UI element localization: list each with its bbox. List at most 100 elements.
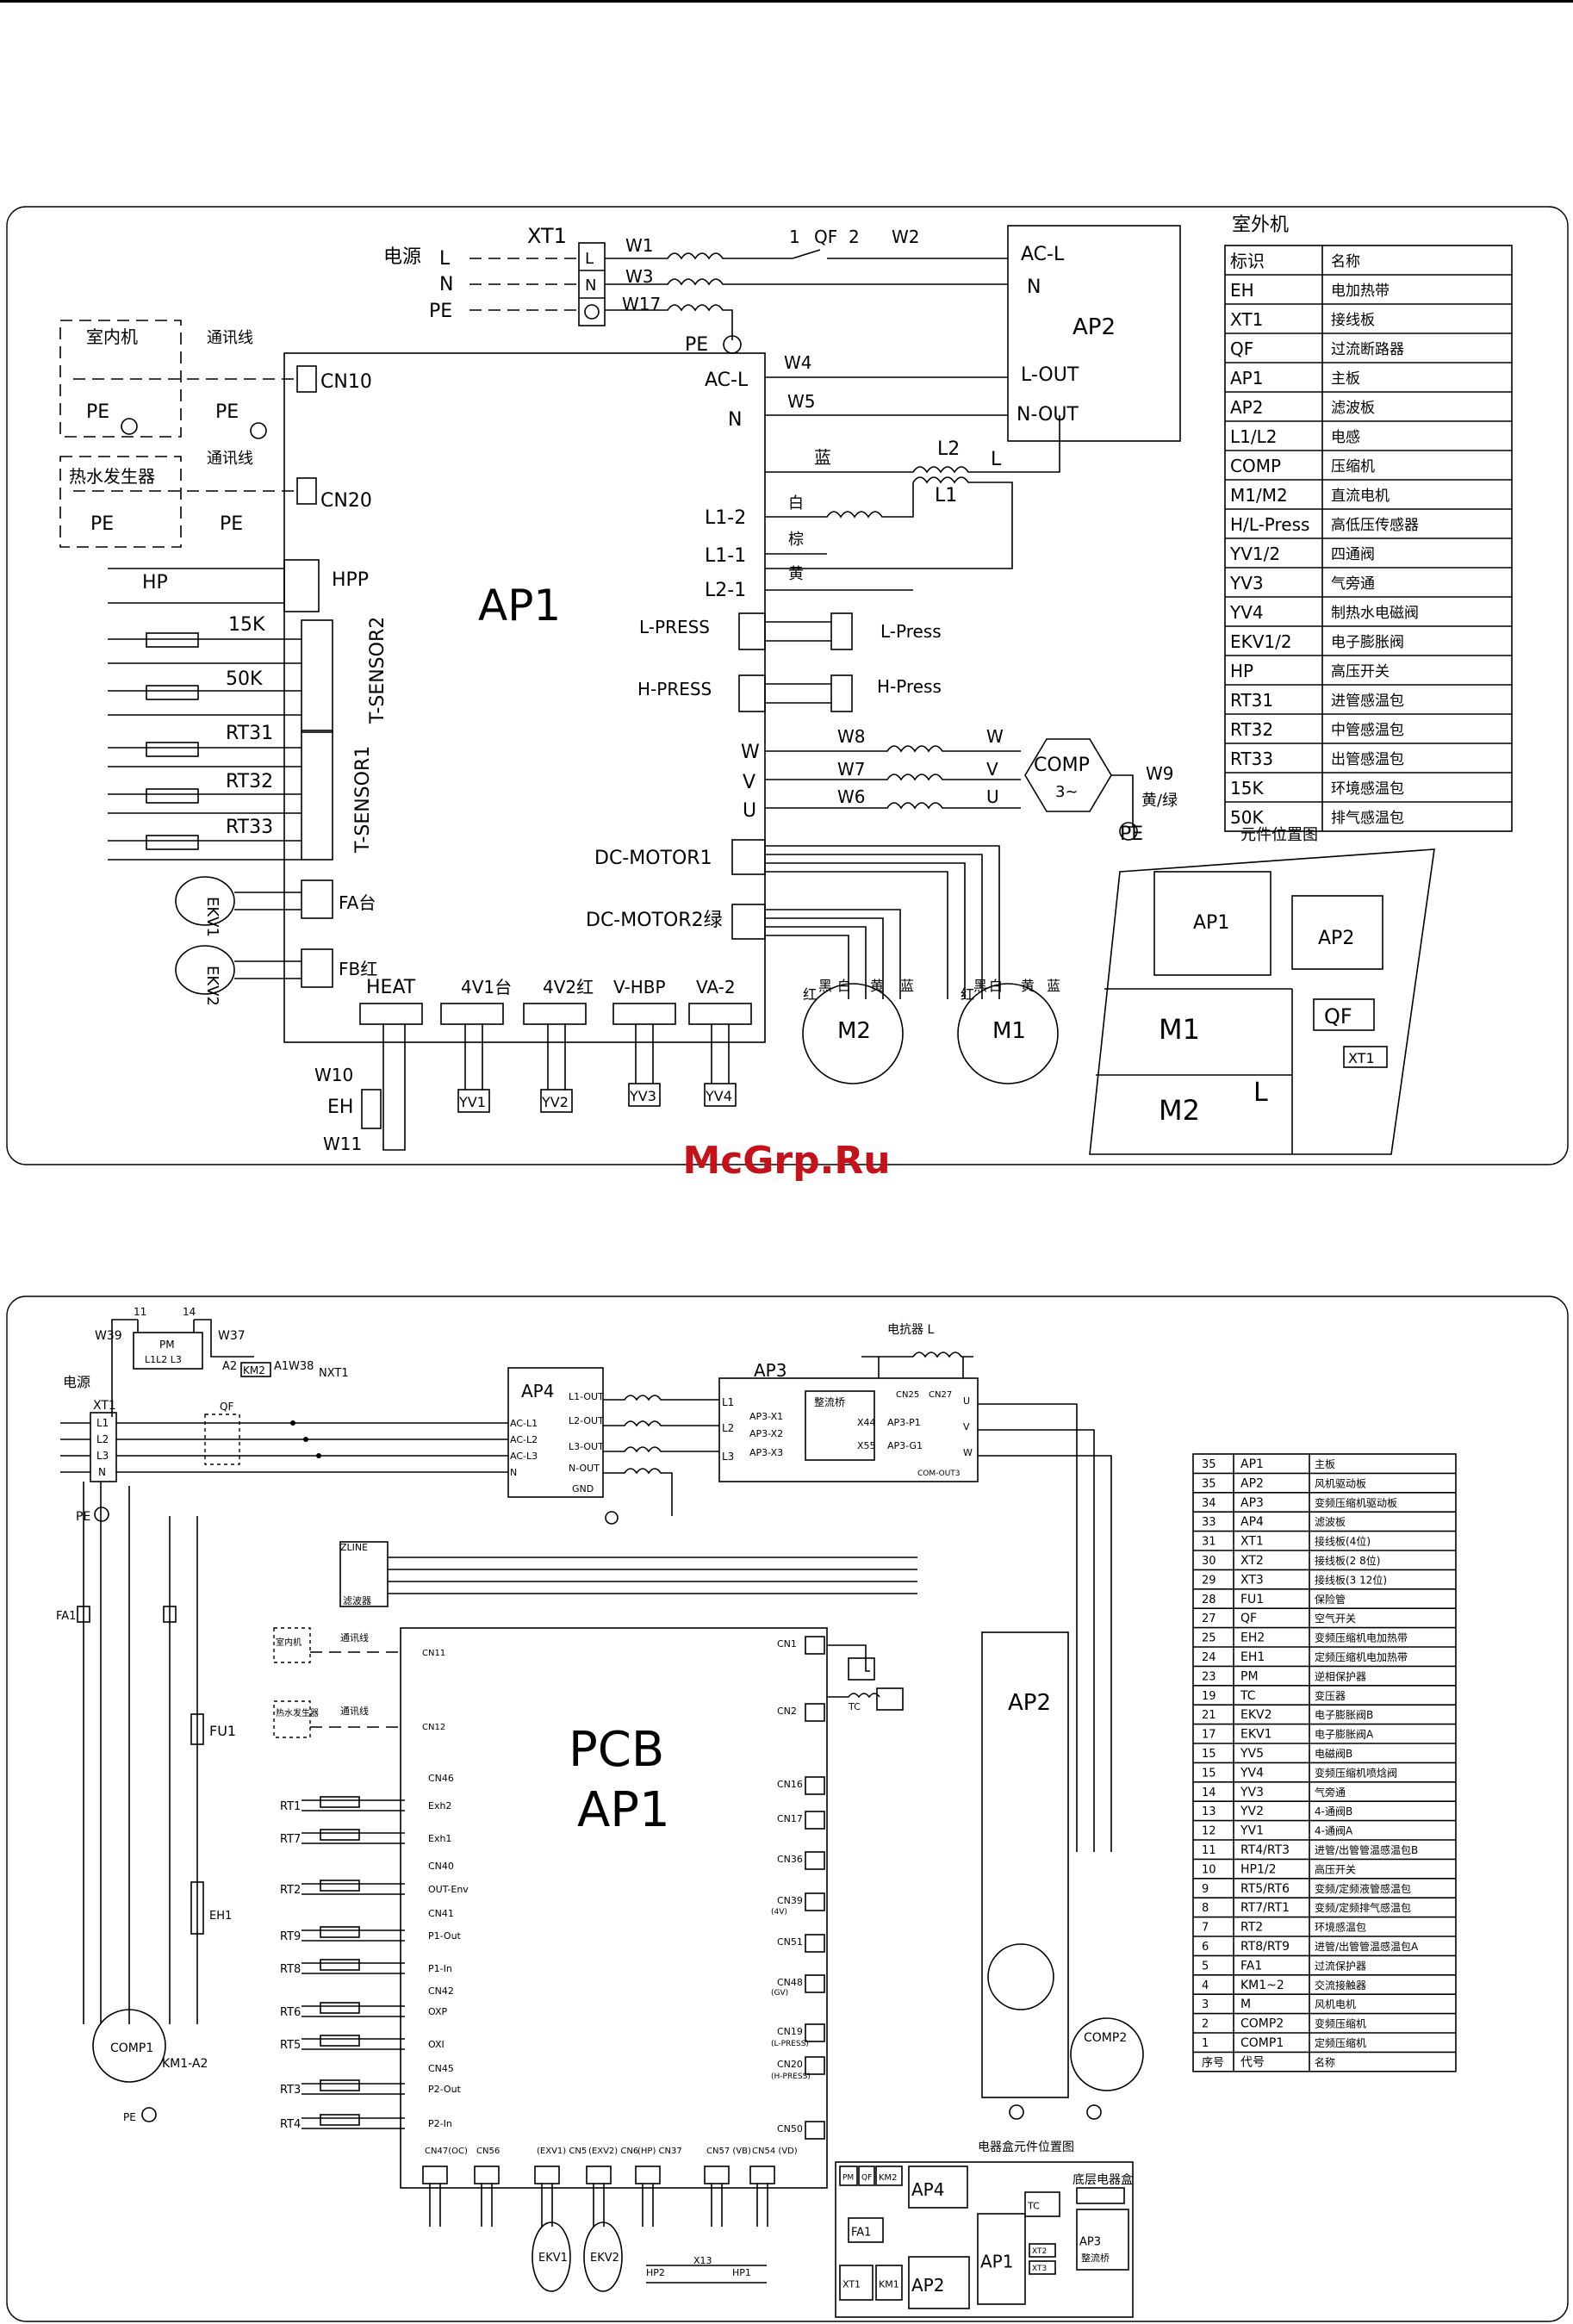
- m2-color-yellow: 黄: [870, 978, 884, 994]
- zline-label: ZLINE: [340, 1542, 368, 1553]
- d2-bottom-connector-body: [586, 2166, 612, 2184]
- legend-2-index: 8: [1202, 1902, 1209, 1915]
- legend-1-code: 50K: [1230, 807, 1264, 828]
- fb-label: FB红: [339, 959, 377, 979]
- layout-2-xt3: [1029, 2260, 1056, 2275]
- cn20-label: CN20: [320, 490, 372, 512]
- d2-right-connector-body: [805, 1811, 825, 1830]
- legend-2-code: TC: [1240, 1689, 1256, 1703]
- inductor-l2: L2: [937, 438, 960, 460]
- legend-2-name: 变压器: [1315, 1689, 1346, 1702]
- ap1-4v2: 4V2红: [543, 977, 594, 997]
- d2-qf-label: QF: [220, 1401, 233, 1413]
- d2-xt1-label: XT1: [93, 1399, 116, 1413]
- valve-yv4: YV4: [704, 1024, 737, 1107]
- km1a2-label: KM1-A2: [162, 2057, 208, 2071]
- d2-sensor-label: RT9: [280, 1930, 301, 1943]
- ap1-l21: L2-1: [705, 580, 746, 601]
- ap1-vhbp: V-HBP: [613, 977, 666, 997]
- motor-m1-symbol: [957, 983, 1059, 1084]
- d2-left-connector: CN41: [428, 1908, 454, 1919]
- sensor-rt31: [108, 742, 302, 767]
- layout-2-ap1: [977, 2213, 1026, 2305]
- legend-2-code: EH1: [1240, 1650, 1265, 1664]
- valve-yv3-label: YV3: [629, 1088, 656, 1104]
- d2-bottom-connector: CN54 (VD): [752, 2147, 798, 2156]
- wire-yellow: 黄: [788, 565, 804, 583]
- ap4-ground-icon: [605, 1511, 619, 1525]
- valve-yv2-label: YV2: [541, 1094, 569, 1110]
- legend-2-name: 4-通阀A: [1315, 1825, 1353, 1837]
- pm-label: PM: [159, 1339, 175, 1351]
- d2-right-connector-body: [805, 1703, 825, 1722]
- d2-right-sub-label: (H-PRESS): [771, 2072, 811, 2081]
- legend-2-name: 变频/定频排气感温包: [1315, 1901, 1411, 1914]
- ap3-x2: AP3-X2: [749, 1428, 783, 1439]
- comp-pe-label: PE: [1120, 823, 1143, 845]
- legend-1-name: 四通阀: [1331, 546, 1375, 563]
- ap1-title: AP1: [478, 581, 561, 631]
- ap3-cn27: CN27: [929, 1390, 952, 1400]
- comm-line-label: 通讯线: [207, 329, 253, 347]
- ap4-l3out: L3-OUT: [569, 1441, 604, 1452]
- water-heater-box: [59, 456, 182, 548]
- legend-2-code: YV1: [1240, 1824, 1264, 1838]
- legend-2-name: 交流接触器: [1315, 1979, 1366, 1992]
- layout-2-km2: [875, 2166, 903, 2186]
- ekv1-coil-label: EKV1: [538, 2252, 568, 2265]
- comp2-symbol: [1070, 2017, 1144, 2091]
- legend-1-name: 过流断路器: [1331, 341, 1404, 358]
- d2-fa1-label: FA1: [56, 1610, 76, 1623]
- legend-2-index: 4: [1202, 1979, 1209, 1992]
- legend-1-code: L1/L2: [1230, 426, 1277, 447]
- legend-2-code: COMP2: [1240, 2017, 1284, 2031]
- d2-heater-box: [273, 1700, 311, 1738]
- ap3-u: U: [963, 1395, 970, 1407]
- legend-2-code: XT2: [1240, 1554, 1264, 1568]
- d2-ap2-title: AP2: [1008, 1690, 1051, 1716]
- fan-motor-symbol: [987, 1943, 1054, 2010]
- w9-color: 黄/绿: [1141, 792, 1178, 810]
- legend-1-code: YV4: [1229, 602, 1264, 623]
- legend-2-code: YV4: [1240, 1766, 1264, 1780]
- d2-indoor-label: 室内机: [276, 1637, 302, 1648]
- d2-comm-label: 通讯线: [340, 1631, 369, 1644]
- d2-right-connector-body: [805, 1892, 825, 1911]
- m1-color-black: 黑: [973, 978, 987, 994]
- legend-2-name: 滤波板: [1315, 1516, 1346, 1528]
- legend-2-name: 定频压缩机电加热带: [1315, 1650, 1408, 1663]
- legend-2-index: 1: [1202, 2037, 1209, 2050]
- ap1-4v1: 4V1台: [461, 977, 512, 997]
- ekv1-coil: [532, 2221, 571, 2292]
- d2-sensor-label: RT4: [280, 2118, 301, 2131]
- legend-2-code: AP2: [1240, 1476, 1264, 1490]
- legend-2-name: 空气开关: [1315, 1612, 1356, 1625]
- legend-1-code: RT31: [1230, 690, 1273, 711]
- legend-2-index: 13: [1202, 1805, 1216, 1818]
- d2-line-l1: L1: [96, 1417, 109, 1429]
- lpress-sensor: [830, 612, 853, 650]
- d2-signal-label: P2-In: [428, 2118, 452, 2129]
- ap4-board: [507, 1367, 604, 1498]
- d2-signal-label: P1-Out: [428, 1930, 462, 1942]
- ap1-u: U: [743, 800, 756, 822]
- ekv2-valve: [175, 945, 235, 995]
- xt1-label: XT1: [527, 224, 567, 248]
- cn11-label: CN11: [422, 1649, 445, 1658]
- d2-thermistor: [320, 2079, 360, 2091]
- d2-right-connector-body: [805, 1851, 825, 1870]
- comp1-label: COMP1: [110, 2041, 153, 2055]
- compressor-symbol: [1024, 738, 1112, 812]
- m2-color-red: 红: [803, 986, 817, 1003]
- m2-color-white: 白: [837, 978, 851, 994]
- d2-right-connector-body: [805, 2121, 825, 2140]
- legend-1-code: QF: [1230, 339, 1253, 359]
- 4v1-connector: [440, 1003, 504, 1025]
- d2-ap2-board: [981, 1631, 1069, 2098]
- t-sensor2-connector: [301, 619, 333, 733]
- diagram-2-frame: [6, 1296, 1569, 2322]
- d2-bottom-connector-group: CN47(OC)CN56(EXV1) CN5(EXV2) CN6(HP) CN3…: [422, 2147, 798, 2227]
- legend-1-name: 主板: [1331, 370, 1360, 388]
- legend-2-name: 接线板(3 12位): [1315, 1573, 1387, 1586]
- qf-pin-2: 2: [849, 227, 860, 247]
